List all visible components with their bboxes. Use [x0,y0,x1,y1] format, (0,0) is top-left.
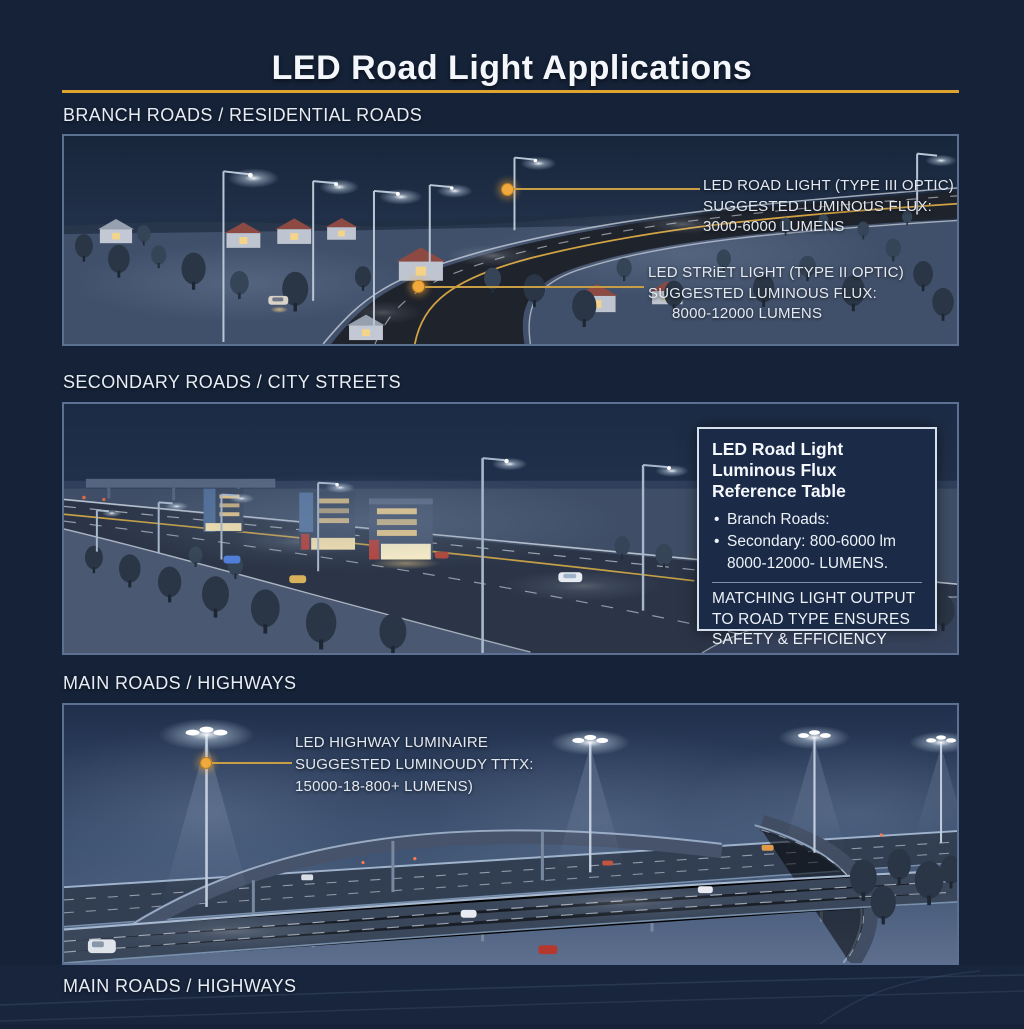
lamp-glow [550,729,631,756]
reference-table-footer: MATCHING LIGHT OUTPUT TO ROAD TYPE ENSUR… [712,590,916,648]
light-pool [636,214,728,235]
taillight [879,833,883,837]
car-icon [697,886,713,894]
car-icon [761,844,774,851]
streetlight-pole-icon [222,168,280,343]
scene-main-roads-panel [62,703,959,965]
reference-table-bullet: Branch Roads: [712,509,922,531]
faint-road-line [819,970,981,1025]
reference-table-divider [712,582,922,583]
streetlight-pole-icon [312,179,360,301]
taillight [102,497,106,502]
car-icon [289,575,307,584]
streetlight-pole-icon [641,464,689,611]
bottom-strip-bg [0,965,1024,1024]
lamp-glow [227,168,280,188]
fog-patch [482,209,882,298]
taillight [82,495,86,500]
van-icon [87,939,116,954]
streetlight-pole-icon [428,184,473,274]
car-icon [268,295,289,313]
highway-interchange-night-scene [64,705,957,963]
lamp-glow [378,188,423,205]
reference-table: LED Road Light Luminous Flux Reference T… [697,427,937,648]
road-edge-line [64,528,531,653]
callout-line-street-light [425,286,644,288]
annotation-line: SUGGESTED LUMINOUS FLUX: [648,284,878,302]
light-pool [492,884,752,920]
title-divider [62,90,959,93]
taillight [361,860,365,865]
annotation-line: 8000-12000 LUMENS [672,305,823,322]
taillight [413,857,417,861]
fog-patch [103,472,623,572]
bottom-strip [0,965,1024,1025]
center-yellow-line [413,202,957,344]
annotation-street-light: LED STRiET LIGHT (TYPE II OPTIC) SUGGEST… [648,263,904,325]
callout-dot-highway-luminaire [200,757,212,769]
vehicles [87,833,883,955]
callout-dot-street-light [412,280,425,293]
high-mast-lights [158,718,957,907]
annotation-line: LED STRiET LIGHT (TYPE II OPTIC) [648,264,904,281]
headlight-glow [270,306,289,313]
section-label-branch-roads: BRANCH ROADS / RESIDENTIAL ROADS [63,105,423,125]
high-mast-light-icon [778,725,851,853]
footer-label-main-roads: MAIN ROADS / HIGHWAYS [63,976,297,996]
lamp-glow [436,184,473,198]
high-mast-light-icon [550,729,631,873]
annotation-line: LED HIGHWAY LUMINAIRE [295,734,489,751]
street-lights [222,152,957,343]
page-title: LED Road Light Applications [271,48,753,87]
car-icon [602,860,614,866]
lamp-glow [925,154,957,167]
lamp-glow [158,718,255,751]
annotation-line: 15000-18-800+ LUMENS) [295,778,474,795]
streetlight-pole-icon [513,156,557,231]
lamp-glow [319,179,360,195]
light-pool [502,570,662,602]
streetlight-pole-icon [372,188,423,329]
car-icon [558,572,583,583]
reference-table-bullet: Secondary: 800-6000 lm [712,531,922,553]
car-icon [301,874,314,881]
lamp-glow [655,465,689,477]
lamp-glow [491,457,528,471]
annotation-line: SUGGESTED LUMINOUS FLUX: [703,197,933,215]
highway-deck-foreground [64,869,957,963]
streetlight-pole-icon [916,152,957,215]
car-icon [538,945,558,955]
residential-night-scene [64,136,957,344]
callout-dot-road-light [501,183,514,196]
callout-line-road-light [514,188,700,190]
annotation-highway-luminaire: LED HIGHWAY LUMINAIRE SUGGESTED LUMINOUD… [295,732,534,798]
lamp-glow [520,156,557,171]
light-cone [913,746,957,843]
light-pool [446,244,539,267]
annotation-line: 3000-6000 LUMENS [703,218,845,235]
bottom-strip-art [0,965,1024,1025]
faint-road-line [0,990,1024,1022]
reference-table-bullet-continuation: 8000-12000- LUMENS. [727,555,889,572]
high-mast-light-icon [909,731,957,843]
annotation-road-light: LED ROAD LIGHT (TYPE III OPTIC) SUGGESTE… [703,176,954,238]
annotation-line: SUGGESTED LUMINOUDY TTTX: [295,756,534,773]
faint-road-line [0,974,1024,1006]
section-label-main-roads: MAIN ROADS / HIGHWAYS [63,673,297,693]
car-icon [460,909,477,918]
section-label-secondary-roads: SECONDARY ROADS / CITY STREETS [63,372,402,392]
annotation-line: LED ROAD LIGHT (TYPE III OPTIC) [703,177,954,194]
lamp-glow [778,725,851,750]
road-edge-line [322,187,957,344]
lane-dashes [374,195,957,344]
callout-line-highway-luminaire [212,762,292,764]
reference-table-title: LED Road Light Luminous Flux Reference T… [712,439,846,501]
light-pool [113,913,354,950]
scene-branch-roads-panel [62,134,959,346]
